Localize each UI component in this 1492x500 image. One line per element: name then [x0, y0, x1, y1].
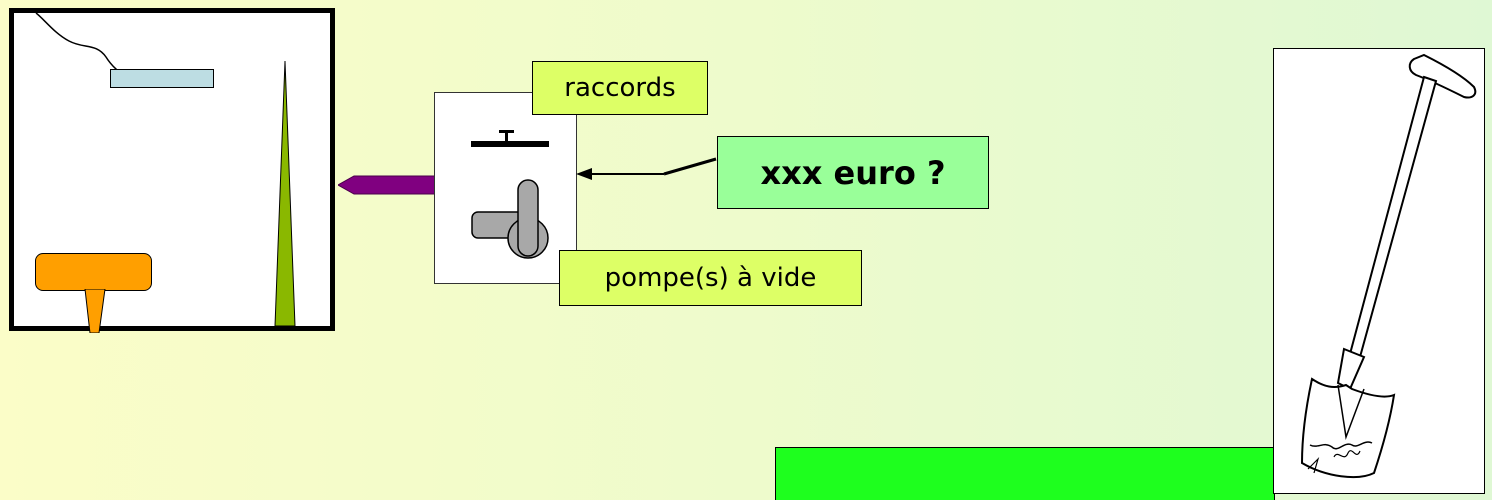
ground-bar: [775, 447, 1275, 500]
vacuum-pump-label: pompe(s) à vide: [559, 250, 862, 306]
pump-box: [434, 92, 577, 284]
sample-holder-stem: [84, 289, 106, 333]
price-arrow: [576, 157, 717, 180]
blue-electrode-bar: [110, 69, 214, 88]
shovel-card: [1273, 48, 1485, 494]
shovel-icon: [1300, 53, 1477, 479]
connector-pipe: [338, 175, 437, 195]
green-spike: [274, 61, 296, 326]
sample-holder-pad: [35, 253, 152, 291]
cable-wire: [35, 13, 119, 72]
fittings-label: raccords: [532, 61, 708, 115]
vacuum-chamber: [9, 8, 335, 333]
vacuum-pump-icon: [471, 130, 549, 259]
price-box: xxx euro ?: [717, 136, 989, 209]
